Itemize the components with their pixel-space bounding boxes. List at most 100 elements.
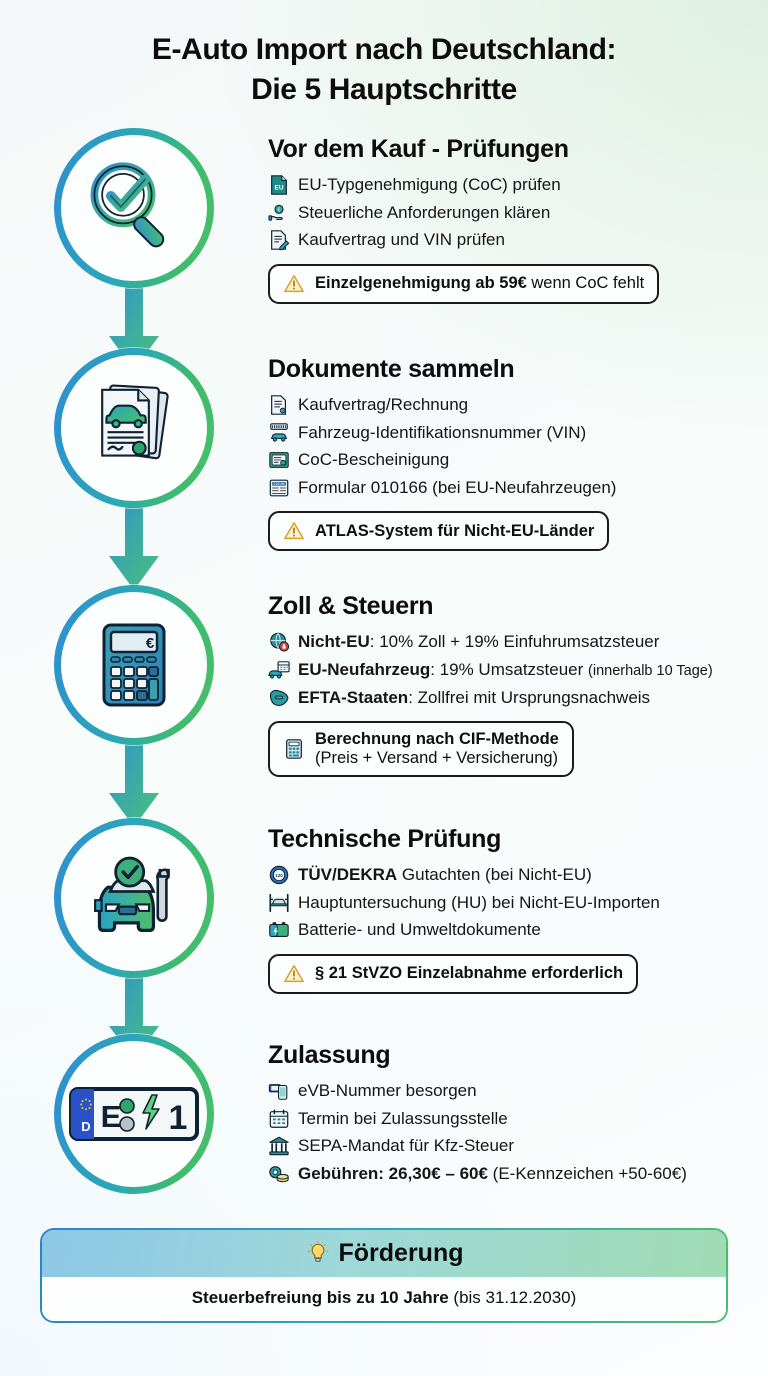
step-1-visual xyxy=(0,128,268,370)
eu-document-icon: EU xyxy=(271,175,287,195)
list-item: Batterie- und Umweltdokumente xyxy=(268,917,746,943)
list-item-small: (innerhalb 10 Tage) xyxy=(588,662,713,679)
step-5-title: Zulassung xyxy=(268,1040,391,1069)
phone-card-icon xyxy=(268,1084,288,1100)
step-5-visual: D E 1 xyxy=(0,1034,268,1194)
list-item-label: Gebühren: 26,30€ – 60€ (E-Kennzeichen +5… xyxy=(298,1161,687,1187)
calculator-icon xyxy=(286,739,302,759)
list-item-label: EU-Typgenehmigung (CoC) prüfen xyxy=(298,175,561,195)
step-1-title: Vor dem Kauf - Prüfungen xyxy=(268,134,569,163)
step-2-arrow xyxy=(109,505,159,590)
step-4: Technische Prüfung 120 TÜV/DEKRA Gutacht… xyxy=(0,818,768,1060)
list-item: EU-Neufahrzeug: 19% Umsatzsteuer (innerh… xyxy=(268,657,746,683)
step-2-note: ATLAS-System für Nicht-EU-Länder xyxy=(268,511,610,552)
list-item-label: EFTA-Staaten: Zollfrei mit Ursprungsnach… xyxy=(298,685,650,711)
list-item-label: SEPA-Mandat für Kfz-Steuer xyxy=(298,1136,515,1156)
step-5: D E 1 Zulassung xyxy=(0,1034,768,1212)
form-010166-icon: 010166 xyxy=(269,479,289,496)
list-item-label: EU-Neufahrzeug: 19% Umsatzsteuer (innerh… xyxy=(298,657,713,683)
car-lift-icon xyxy=(269,893,289,912)
list-item: EFTA-Staaten: Zollfrei mit Ursprungsnach… xyxy=(268,685,746,711)
foerderung-title: Förderung xyxy=(338,1238,464,1267)
list-item: SEPA-Mandat für Kfz-Steuer xyxy=(268,1133,746,1159)
step-4-note: § 21 StVZO Einzelabnahme erforderlich xyxy=(268,953,639,994)
magnifier-check-icon xyxy=(90,162,165,248)
svg-text:E: E xyxy=(101,1099,122,1134)
step-3-visual: € xyxy=(0,585,268,827)
list-item-bold: Nicht-EU xyxy=(298,632,370,652)
step-1-arrow xyxy=(109,285,159,370)
step-5-bullets: eVB-Nummer besorgen Termin bei Zulassung… xyxy=(268,1078,746,1186)
lightbulb-icon xyxy=(307,1240,328,1263)
step-3-circle: € xyxy=(54,585,214,745)
list-item: EU EU-Typgenehmigung (CoC) prüfen xyxy=(268,172,746,198)
list-item: Kaufvertrag und VIN prüfen xyxy=(268,227,746,253)
list-item-label: Nicht-EU: 10% Zoll + 19% Einfuhrumsatzst… xyxy=(298,629,659,655)
step-2: Dokumente sammeln Kaufvertrag/Rechnung xyxy=(0,348,768,590)
svg-text:€: € xyxy=(146,635,155,652)
list-item-rest: : 19% Umsatzsteuer xyxy=(430,659,589,679)
warning-triangle-icon xyxy=(284,274,304,292)
list-item: € Steuerliche Anforderungen klären xyxy=(268,200,746,226)
document-pencil-icon xyxy=(271,230,290,251)
svg-text:EU: EU xyxy=(275,185,284,192)
step-4-note-bold: § 21 StVZO Einzelabnahme erforderlich xyxy=(315,964,624,983)
list-item-bold: TÜV/DEKRA xyxy=(298,865,398,885)
car-barcode-icon xyxy=(270,422,288,442)
step-4-content: Technische Prüfung 120 TÜV/DEKRA Gutacht… xyxy=(268,818,750,994)
list-item-label: CoC-Bescheinigung xyxy=(298,450,450,470)
list-item-label: TÜV/DEKRA Gutachten (bei Nicht-EU) xyxy=(298,862,592,888)
list-item: Kaufvertrag/Rechnung xyxy=(268,392,746,418)
step-1-circle xyxy=(54,128,214,288)
svg-text:010166: 010166 xyxy=(273,482,284,486)
step-5-content: Zulassung eVB-Nummer besorgen xyxy=(268,1034,750,1189)
step-2-content: Dokumente sammeln Kaufvertrag/Rechnung xyxy=(268,348,750,552)
list-item-label: Formular 010166 (bei EU-Neufahrzeugen) xyxy=(298,477,617,497)
step-2-visual xyxy=(0,348,268,590)
step-4-arrow xyxy=(109,975,159,1060)
step-1-note: Einzelgenehmigung ab 59€ wenn CoC fehlt xyxy=(268,263,660,304)
list-item: 010166 Formular 010166 (bei EU-Neufahrze… xyxy=(268,475,746,501)
list-item: 120 TÜV/DEKRA Gutachten (bei Nicht-EU) xyxy=(268,862,746,888)
step-3-title: Zoll & Steuern xyxy=(268,591,434,620)
step-1: Vor dem Kauf - Prüfungen EU EU-Typgenehm… xyxy=(0,128,768,370)
list-item-label: Fahrzeug-Identifikationsnummer (VIN) xyxy=(298,422,587,442)
step-3-content: Zoll & Steuern Nicht-EU: 10% Zoll + 19% … xyxy=(268,585,750,778)
foerderung-body-bold: Steuerbefreiung bis zu 10 Jahre xyxy=(191,1287,449,1307)
globe-lock-icon xyxy=(270,632,290,652)
step-1-content: Vor dem Kauf - Prüfungen EU EU-Typgenehm… xyxy=(268,128,750,304)
inspection-badge-icon: 120 xyxy=(269,865,289,885)
step-2-circle xyxy=(54,348,214,508)
svg-text:D: D xyxy=(81,1119,90,1134)
step-1-note-bold: Einzelgenehmigung ab 59€ xyxy=(315,274,527,293)
calculator-euro-icon: € xyxy=(102,623,166,707)
foerderung-body-regular: (bis 31.12.2030) xyxy=(448,1287,577,1307)
list-item: Gebühren: 26,30€ – 60€ (E-Kennzeichen +5… xyxy=(268,1161,746,1187)
list-item-label: Steuerliche Anforderungen klären xyxy=(298,202,551,222)
battery-eco-icon xyxy=(269,922,289,937)
map-region-icon xyxy=(269,690,289,707)
list-item-bold: EFTA-Staaten xyxy=(298,687,409,707)
step-2-bullets: Kaufvertrag/Rechnung Fahrzeug-Identifika… xyxy=(268,392,746,500)
bank-icon xyxy=(269,1136,289,1156)
list-item-label: Hauptuntersuchung (HU) bei Nicht-EU-Impo… xyxy=(298,892,660,912)
car-wrench-check-icon xyxy=(94,856,170,932)
step-4-visual xyxy=(0,818,268,1060)
list-item: CoC-Bescheinigung xyxy=(268,447,746,473)
list-item-label: Kaufvertrag und VIN prüfen xyxy=(298,230,505,250)
hand-coin-icon: € xyxy=(268,204,284,221)
step-5-circle: D E 1 xyxy=(54,1034,214,1194)
list-item-rest: : 10% Zoll + 19% Einfuhrumsatzsteuer xyxy=(369,632,660,652)
license-plate-icon: D E 1 xyxy=(69,1086,199,1141)
step-3-note-bold: Berechnung nach CIF-Methode xyxy=(315,730,559,749)
step-3-note-line2: (Preis + Versand + Versicherung) xyxy=(315,749,559,768)
page-title-line-1: E-Auto Import nach Deutschland: xyxy=(151,33,617,66)
foerderung-box: Förderung Steuerbefreiung bis zu 10 Jahr… xyxy=(40,1228,728,1323)
list-item-rest: : Zollfrei mit Ursprungsnachweis xyxy=(408,687,651,707)
list-item: eVB-Nummer besorgen xyxy=(268,1078,746,1104)
list-item-rest: Gutachten (bei Nicht-EU) xyxy=(397,865,592,885)
step-1-bullets: EU EU-Typgenehmigung (CoC) prüfen € Steu… xyxy=(268,172,746,253)
steps-list: Vor dem Kauf - Prüfungen EU EU-Typgenehm… xyxy=(0,116,768,1212)
svg-text:€: € xyxy=(278,207,281,213)
foerderung-header: Förderung xyxy=(42,1229,726,1277)
